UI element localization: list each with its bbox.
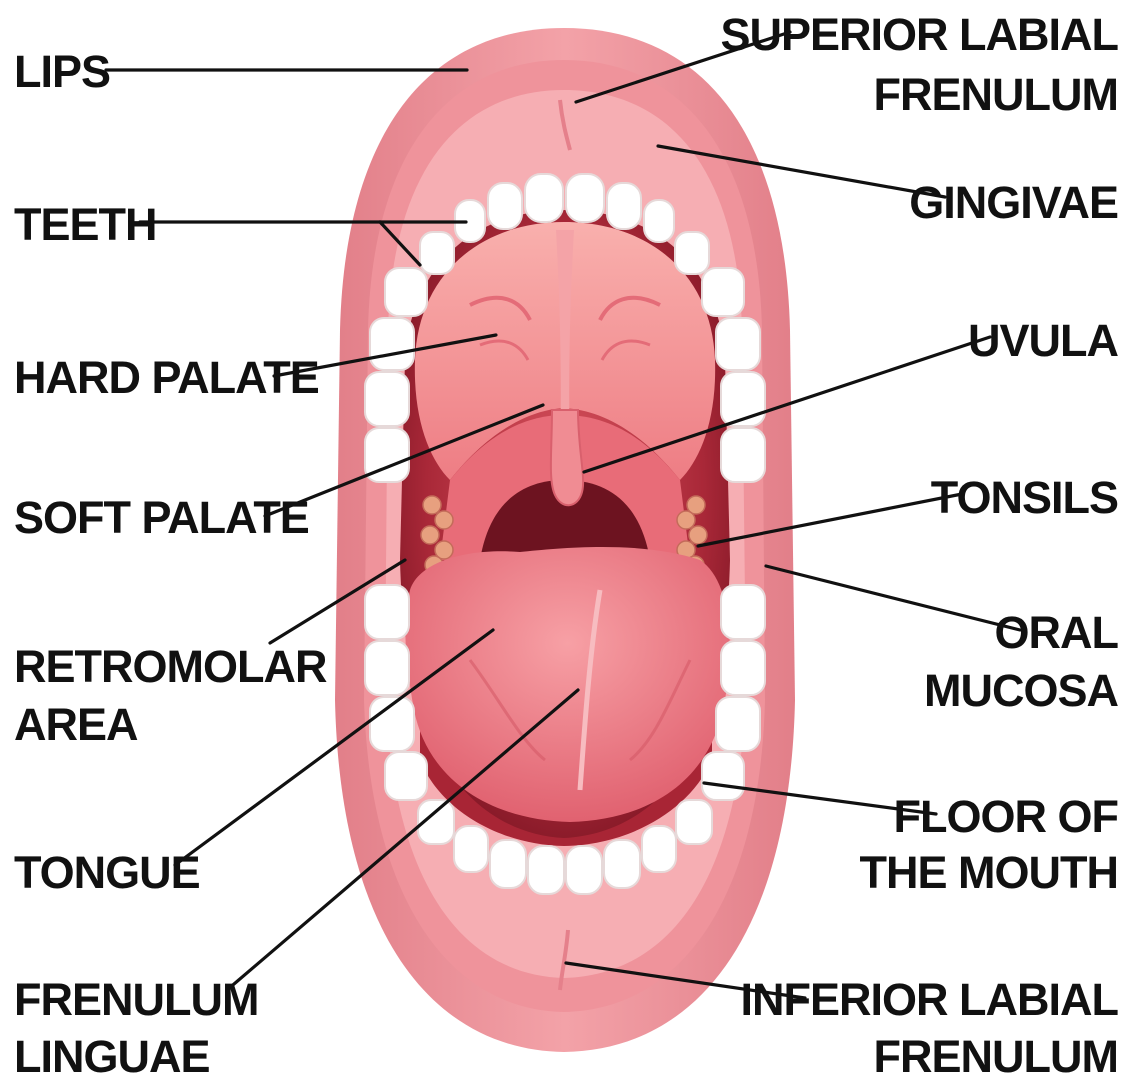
label-retromolar-2: AREA <box>14 699 138 750</box>
label-retromolar-1: RETROMOLAR <box>14 641 327 692</box>
label-tongue: TONGUE <box>14 847 200 898</box>
label-hard-palate: HARD PALATE <box>14 352 319 403</box>
label-frenulum-linguae-2: LINGUAE <box>14 1031 210 1079</box>
label-superior-frenulum-2: FRENULUM <box>874 69 1118 120</box>
label-floor-1: FLOOR OF <box>894 791 1118 842</box>
label-frenulum-linguae-1: FRENULUM <box>14 974 258 1025</box>
label-gingivae: GINGIVAE <box>909 177 1118 228</box>
label-floor-2: THE MOUTH <box>860 847 1118 898</box>
tongue-shape <box>405 547 729 822</box>
label-tonsils: TONSILS <box>931 472 1118 523</box>
label-inferior-frenulum-1: INFERIOR LABIAL <box>741 974 1119 1025</box>
uvula-shape <box>551 410 583 505</box>
label-oral-mucosa-1: ORAL <box>995 607 1119 658</box>
label-superior-frenulum-1: SUPERIOR LABIAL <box>720 9 1118 60</box>
label-oral-mucosa-2: MUCOSA <box>924 665 1118 716</box>
label-teeth: TEETH <box>14 199 157 250</box>
label-uvula: UVULA <box>968 315 1118 366</box>
label-lips: LIPS <box>14 46 110 97</box>
label-inferior-frenulum-2: FRENULUM <box>874 1031 1118 1079</box>
label-soft-palate: SOFT PALATE <box>14 492 309 543</box>
